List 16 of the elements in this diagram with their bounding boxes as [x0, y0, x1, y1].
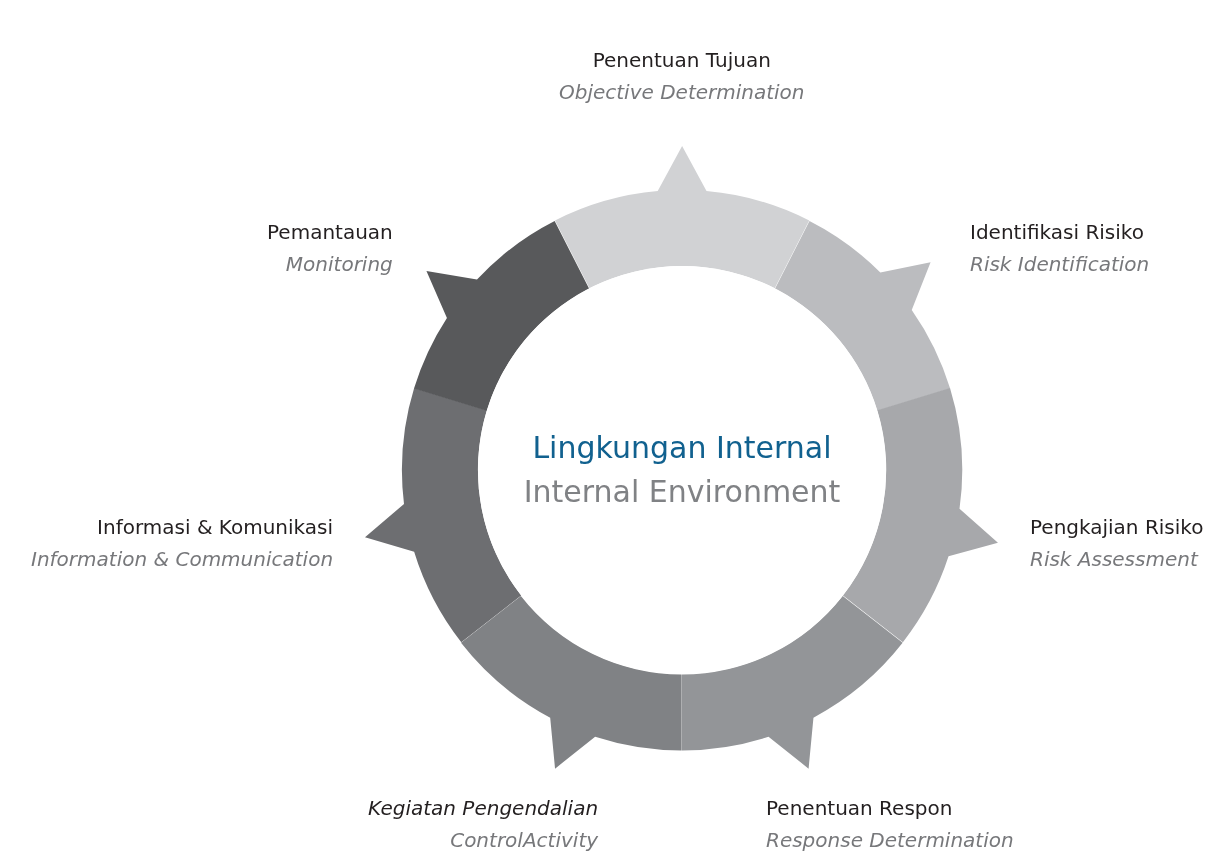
stage-name: Pengkajian Risiko [1030, 514, 1204, 541]
stage-translation: ControlActivity [449, 827, 599, 854]
stage-translation: Monitoring [284, 251, 393, 278]
stage-name: Informasi & Komunikasi [96, 514, 334, 541]
stage-translation: Risk Assessment [1030, 546, 1200, 573]
stage-name: Kegiatan Pengendalian [368, 795, 599, 822]
stage-name: Penentuan Tujuan [591, 47, 772, 74]
stage-name: Penentuan Respon [766, 795, 954, 822]
stage-translation: Information & Communication [31, 546, 334, 573]
stage-translation: Objective Determination [559, 79, 805, 106]
stage-name: Pemantauan [267, 219, 393, 246]
center-title: Lingkungan Internal [532, 429, 832, 467]
stage-translation: Risk Identification [970, 251, 1150, 278]
stage-translation: Response Determination [766, 827, 1014, 854]
stage-name: Identifikasi Risiko [970, 219, 1145, 246]
center-subtitle: Internal Environment [523, 473, 841, 511]
